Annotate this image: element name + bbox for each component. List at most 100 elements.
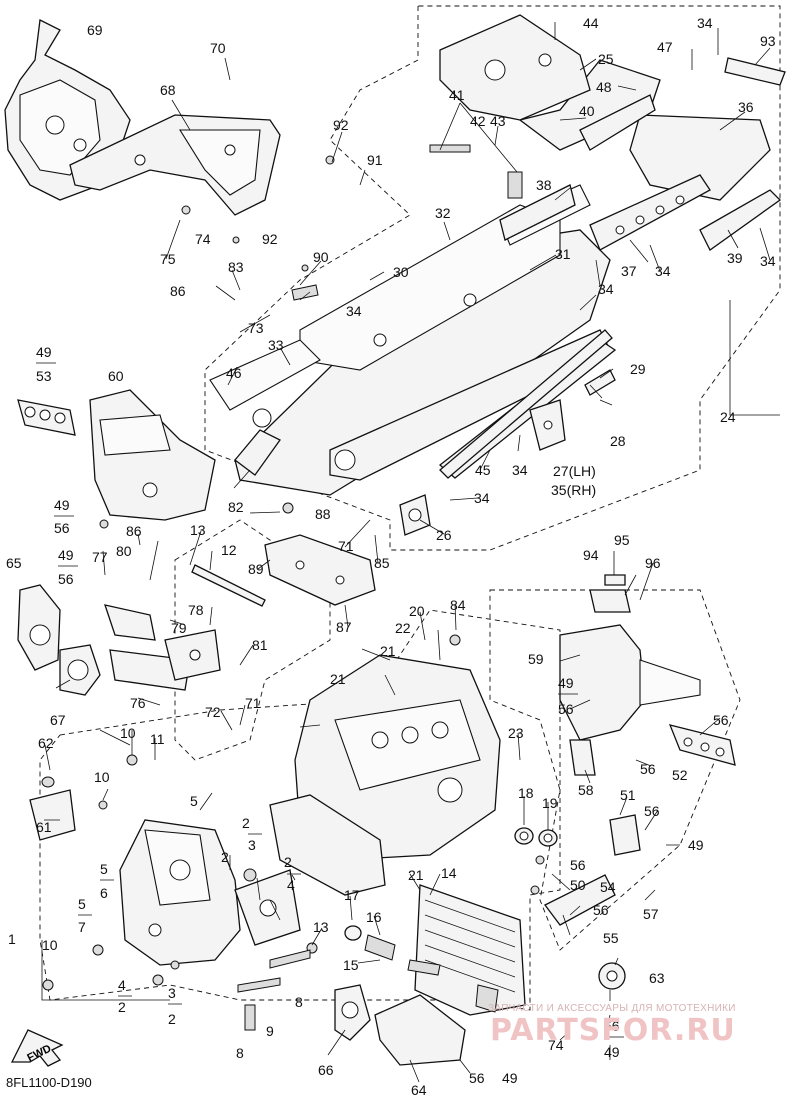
callout-31[interactable]: 31 [555,246,571,262]
chassis-tunnel-part[interactable] [269,654,501,896]
callout-73[interactable]: 73 [248,320,264,336]
callout-3-b[interactable]: 3 [168,985,176,1001]
callout-94[interactable]: 94 [583,547,599,563]
callout-5-c[interactable]: 5 [78,896,86,912]
callout-52[interactable]: 52 [672,767,688,783]
callout-60[interactable]: 60 [108,368,124,384]
callout-49-g[interactable]: 49 [558,675,574,691]
callout-74[interactable]: 74 [195,231,211,247]
callout-53[interactable]: 53 [36,368,52,384]
callout-56-c[interactable]: 56 [469,1070,485,1086]
callout-13b[interactable]: 13 [313,919,329,935]
callout-23[interactable]: 23 [508,725,524,741]
callout-84[interactable]: 84 [450,597,466,613]
callout-72[interactable]: 72 [205,704,221,720]
callout-34e[interactable]: 34 [598,281,614,297]
callout-54[interactable]: 54 [600,879,616,895]
clip-part-29[interactable] [584,369,616,396]
callout-68[interactable]: 68 [160,82,176,98]
callout-32[interactable]: 32 [435,205,451,221]
callout-80[interactable]: 80 [116,543,132,559]
callout-62[interactable]: 62 [38,735,54,751]
callout-30[interactable]: 30 [393,264,409,280]
callout-69[interactable]: 69 [87,22,103,38]
callout-10-c[interactable]: 10 [42,937,58,953]
callout-83[interactable]: 83 [228,259,244,275]
callout-15[interactable]: 15 [343,957,359,973]
callout-49-d[interactable]: 49 [502,1070,518,1086]
callout-67[interactable]: 67 [50,712,66,728]
callout-41[interactable]: 41 [449,87,465,103]
side-bracket-part[interactable] [529,399,566,451]
callout-86[interactable]: 86 [170,283,186,299]
callout-39[interactable]: 39 [727,250,743,266]
callout-49-e[interactable]: 49 [604,1044,620,1060]
callout-86b[interactable]: 86 [126,523,142,539]
callout-46[interactable]: 46 [226,365,242,381]
callout-56-b[interactable]: 56 [58,571,74,587]
callout-90[interactable]: 90 [313,249,329,265]
callout-11[interactable]: 11 [150,731,165,747]
callout-7[interactable]: 7 [78,919,86,935]
callout-10-a[interactable]: 10 [120,725,136,741]
front-cover-part[interactable] [89,389,216,521]
callout-45[interactable]: 45 [475,462,491,478]
callout-91[interactable]: 91 [367,152,383,168]
callout-49-c[interactable]: 49 [58,547,74,563]
callout-40[interactable]: 40 [579,103,595,119]
callout-87[interactable]: 87 [336,619,352,635]
callout-56-i[interactable]: 56 [713,712,729,728]
callout-43[interactable]: 43 [490,113,506,129]
callout-1[interactable]: 1 [8,931,16,947]
callout-21-c[interactable]: 21 [408,867,424,883]
lower-frame-part[interactable] [119,819,301,966]
callout-56-e[interactable]: 56 [593,902,609,918]
callout-56-d[interactable]: 56 [604,1018,620,1034]
callout-20[interactable]: 20 [409,603,425,619]
radiator-part[interactable] [414,884,526,1016]
cover-plate-part[interactable] [264,534,376,606]
callout-27-lh[interactable]: 27(LH) [553,463,596,479]
callout-95[interactable]: 95 [614,532,630,548]
callout-58[interactable]: 58 [578,782,594,798]
callout-14[interactable]: 14 [441,865,457,881]
callout-57[interactable]: 57 [643,906,659,922]
callout-2-e[interactable]: 2 [168,1011,176,1027]
callout-76[interactable]: 76 [130,695,146,711]
side-cover-part[interactable] [17,584,61,671]
callout-21-a[interactable]: 21 [330,671,346,687]
callout-16[interactable]: 16 [366,909,382,925]
rod-part[interactable] [191,564,266,607]
callout-34f[interactable]: 34 [512,462,528,478]
pulley-part[interactable] [598,962,626,990]
callout-50[interactable]: 50 [570,877,586,893]
rear-plate-part[interactable] [668,724,736,766]
callout-5-a[interactable]: 5 [190,793,198,809]
callout-85[interactable]: 85 [374,555,390,571]
callout-36[interactable]: 36 [738,99,754,115]
callout-47[interactable]: 47 [657,39,673,55]
callout-24[interactable]: 24 [720,409,736,425]
callout-56-g[interactable]: 56 [644,803,660,819]
callout-66[interactable]: 66 [318,1062,334,1078]
callout-2-a[interactable]: 2 [242,815,250,831]
callout-2-b[interactable]: 2 [221,849,229,865]
callout-8-a[interactable]: 8 [295,994,303,1010]
callout-34g[interactable]: 34 [474,490,490,506]
damper-part[interactable] [399,494,431,536]
callout-35-rh[interactable]: 35(RH) [551,482,596,498]
callout-78[interactable]: 78 [188,602,204,618]
callout-4-b[interactable]: 4 [118,977,126,993]
callout-34c[interactable]: 34 [655,263,671,279]
front-cross-tube-part[interactable] [69,114,281,216]
callout-34b[interactable]: 34 [697,15,713,31]
callout-71b[interactable]: 71 [245,695,261,711]
callout-29[interactable]: 29 [630,361,646,377]
callout-2-c[interactable]: 2 [284,854,292,870]
callout-71[interactable]: 71 [338,538,354,554]
callout-81[interactable]: 81 [252,637,268,653]
callout-51[interactable]: 51 [620,787,636,803]
callout-70[interactable]: 70 [210,40,226,56]
ring-seal-parts[interactable] [514,827,558,847]
callout-56-j[interactable]: 56 [558,701,574,717]
